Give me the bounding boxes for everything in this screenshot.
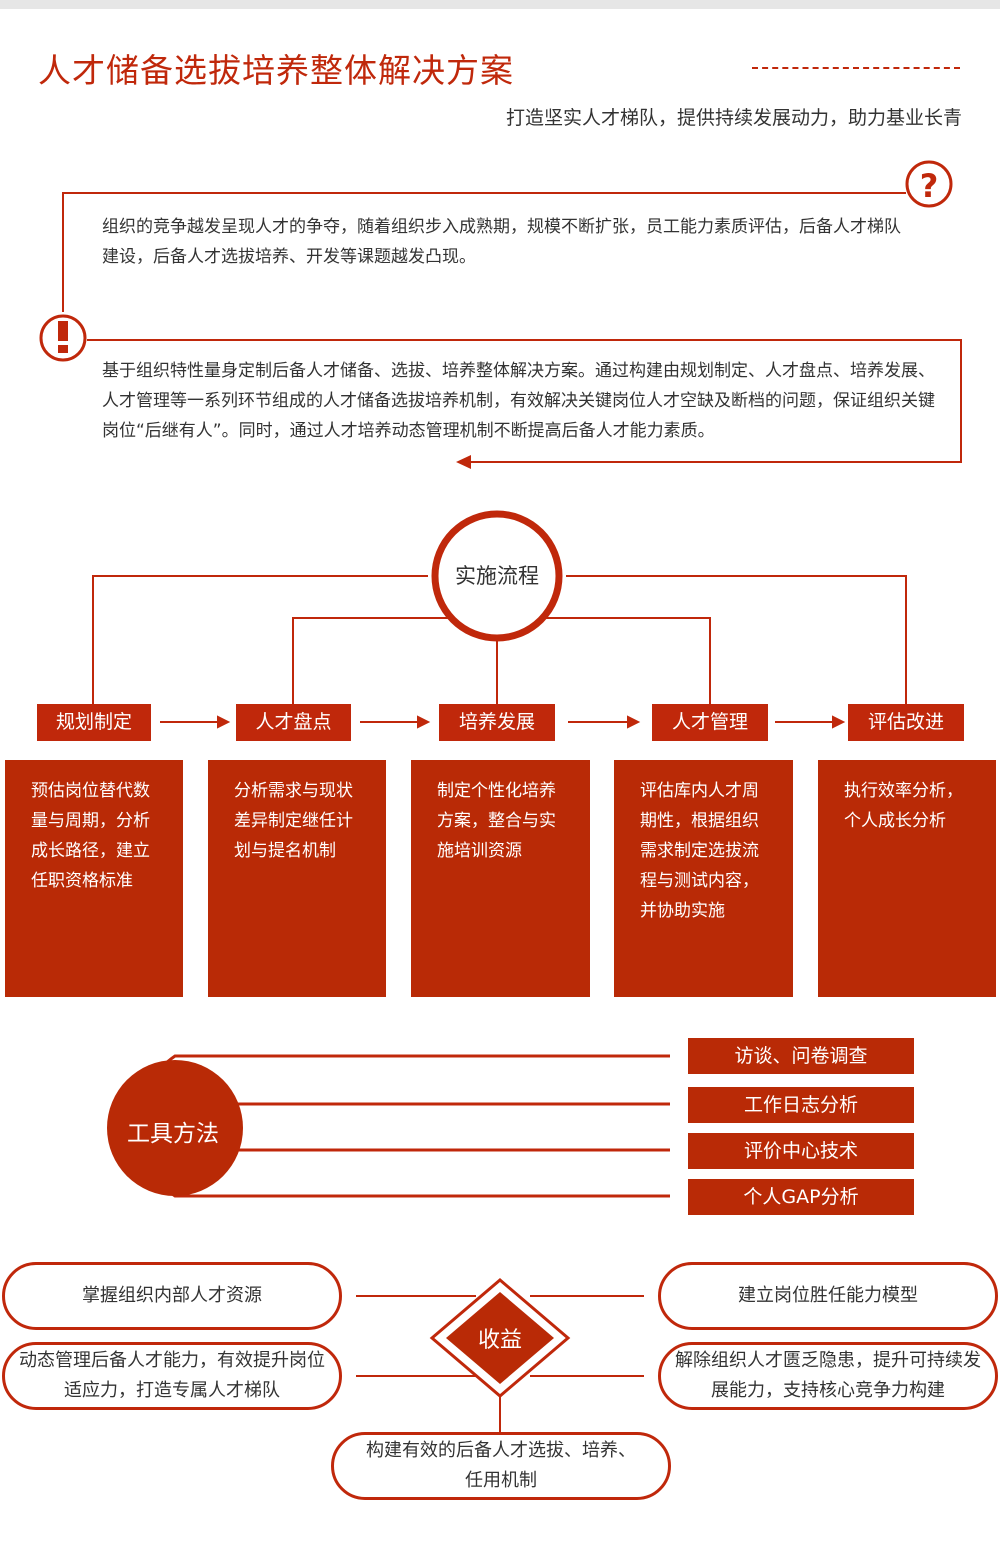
step-label: 规划制定 [37, 704, 151, 741]
step-label: 培养发展 [439, 704, 555, 741]
title-dashed-line [752, 67, 960, 69]
problem-text: 组织的竞争越发呈现人才的争夺，随着组织步入成熟期，规模不断扩张，员工能力素质评估… [102, 217, 901, 267]
step-description: 预估岗位替代数量与周期，分析成长路径，建立任职资格标准 [5, 760, 183, 997]
tool-item: 个人GAP分析 [688, 1179, 914, 1215]
top-bar [0, 0, 1000, 9]
step-description: 分析需求与现状差异制定继任计划与提名机制 [208, 760, 386, 997]
tool-item: 评价中心技术 [688, 1133, 914, 1169]
exclamation-icon [39, 314, 87, 362]
tool-item: 访谈、问卷调查 [688, 1038, 914, 1074]
page-subtitle: 打造坚实人才梯队，提供持续发展动力，助力基业长青 [505, 107, 962, 129]
benefit-item: 掌握组织内部人才资源 [2, 1262, 342, 1330]
benefit-item: 建立岗位胜任能力模型 [658, 1262, 998, 1330]
step-description: 执行效率分析，个人成长分析 [818, 760, 996, 997]
benefit-item: 动态管理后备人才能力，有效提升岗位适应力，打造专属人才梯队 [2, 1342, 342, 1410]
tool-item: 工作日志分析 [688, 1087, 914, 1123]
question-icon: ? [905, 160, 953, 208]
benefit-item: 构建有效的后备人才选拔、培养、任用机制 [331, 1432, 671, 1500]
process-title: 实施流程 [455, 564, 539, 588]
step-label: 人才管理 [652, 704, 768, 741]
step-label: 人才盘点 [236, 704, 351, 741]
step-description: 制定个性化培养方案，整合与实施培训资源 [411, 760, 590, 997]
step-description: 评估库内人才周期性，根据组织需求制定选拔流程与测试内容，并协助实施 [614, 760, 793, 997]
solution-text: 基于组织特性量身定制后备人才储备、选拔、培养整体解决方案。通过构建由规划制定、人… [102, 361, 935, 441]
step-label: 评估改进 [848, 704, 964, 741]
tools-title: 工具方法 [127, 1121, 219, 1147]
benefit-item: 解除组织人才匮乏隐患，提升可持续发展能力，支持核心竞争力构建 [658, 1342, 998, 1410]
benefits-title: 收益 [478, 1328, 523, 1353]
page-title: 人才储备选拔培养整体解决方案 [38, 51, 514, 90]
svg-text:?: ? [920, 167, 939, 205]
